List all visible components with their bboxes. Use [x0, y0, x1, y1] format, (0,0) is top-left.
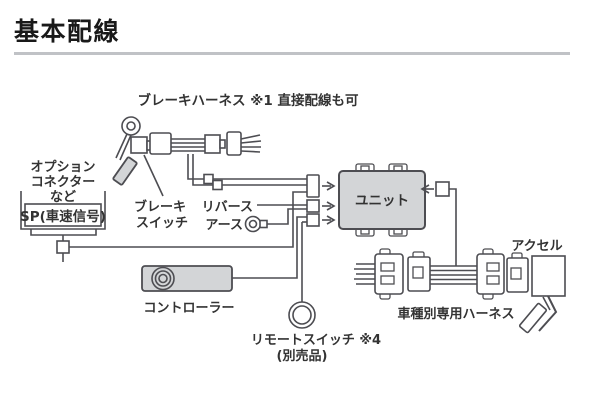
brake-wires [187, 154, 307, 191]
unit-to-harness-wire [449, 188, 457, 266]
brake-harness-connectors-icon [149, 131, 262, 156]
accelerator-pedal-icon [518, 255, 566, 334]
unit-label: ユニット [355, 193, 409, 209]
controller-wire [232, 216, 307, 279]
reverse-label: リバース [202, 200, 253, 215]
sp-signal-label: SP(車速信号) [20, 208, 106, 225]
unit-box [338, 163, 426, 237]
sp-wire [69, 191, 307, 248]
brake-pedal-icon [112, 116, 141, 186]
controller-icon [141, 265, 233, 292]
brake-switch-callout-line [143, 154, 164, 197]
page-title: 基本配線 [14, 17, 121, 46]
brake-switch-label-line1: ブレーキ [134, 199, 186, 215]
arrow-right-icons [322, 181, 336, 225]
accelerator-label: アクセル [511, 239, 562, 254]
brake-harness-label: ブレーキハーネス ※1 直接配線も可 [138, 92, 359, 109]
earth-label: アース [205, 218, 243, 233]
remote-switch-label: リモートスイッチ ※4 [251, 333, 381, 348]
option-label-line1: オプション [30, 160, 95, 175]
unit-right-connector-icon [420, 181, 450, 197]
brake-switch-label-line2: スイッチ [136, 216, 188, 231]
earth-wire [267, 208, 307, 225]
title-underline [14, 52, 570, 55]
option-label-line2: コネクター [31, 175, 95, 190]
ground-ring-terminal-icon [244, 215, 268, 233]
sp-connector-icon [20, 191, 106, 262]
remote-switch-button-icon [288, 301, 316, 329]
vehicle-harness-label: 車種別専用ハーネス [397, 306, 514, 322]
option-label-line3: など [50, 190, 76, 205]
remote-switch-note-label: (別売品) [277, 348, 328, 364]
dial-icon [151, 266, 175, 291]
controller-label: コントローラー [143, 301, 234, 316]
vehicle-harness-icon [354, 248, 529, 300]
unit-input-connectors-icon [306, 174, 320, 227]
